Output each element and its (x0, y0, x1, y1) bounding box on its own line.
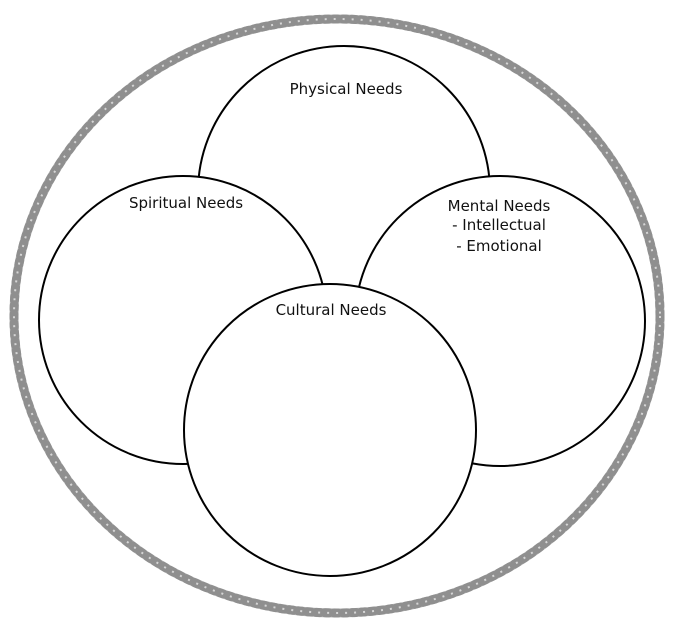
outer-rope-border (9, 14, 665, 618)
cultural-needs-circle (183, 283, 477, 577)
mental-needs-sub-emotional: - Emotional (456, 237, 542, 255)
spiritual-needs-label: Spiritual Needs (129, 194, 243, 212)
cultural-needs-label: Cultural Needs (276, 301, 387, 319)
mental-needs-sub-intellectual: - Intellectual (452, 216, 546, 234)
mental-needs-label: Mental Needs (448, 197, 551, 215)
physical-needs-label: Physical Needs (290, 80, 403, 98)
